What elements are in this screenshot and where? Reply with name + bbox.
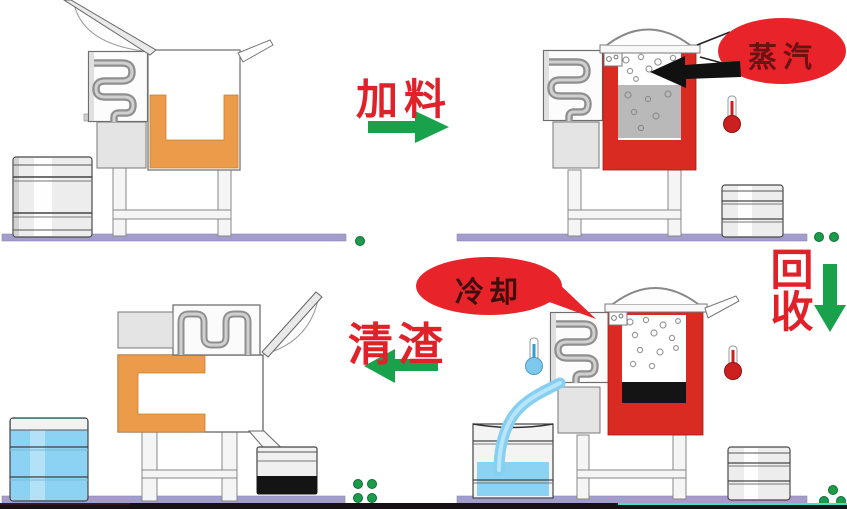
steam-bubbles — [626, 316, 681, 370]
slag — [622, 382, 686, 403]
thermometer-hot-icon — [724, 345, 742, 380]
scene-cooling — [416, 257, 846, 506]
green-dots — [814, 232, 839, 242]
melting-tank-hot — [604, 287, 740, 436]
lid-open-icon — [261, 291, 323, 358]
thermometer-hot-icon — [723, 95, 741, 133]
tank-lining-orange — [149, 94, 239, 169]
slag-arrow-icon — [364, 349, 438, 383]
stand — [567, 169, 682, 237]
recycle-arrow-icon — [814, 264, 846, 332]
charge-material — [618, 85, 681, 138]
stand — [112, 167, 232, 237]
melting-tank-hot — [599, 28, 701, 171]
feed-spout — [237, 39, 274, 63]
recycle-label: 回收 — [770, 247, 814, 338]
dome-lid — [606, 28, 691, 46]
feed-label: 加料 — [356, 76, 453, 123]
callout-line — [696, 31, 731, 46]
cooling-label: 冷却 — [454, 277, 523, 309]
slag-drum-icon — [256, 446, 318, 495]
lid-rim — [604, 303, 708, 313]
steam-arrow-icon — [650, 56, 741, 88]
control-box — [552, 121, 600, 169]
condensate-drum — [472, 423, 554, 499]
green-dots — [355, 236, 365, 246]
lid-open-icon — [63, 0, 157, 56]
thermometer-cold-icon — [525, 337, 543, 375]
cooling-balloon — [416, 257, 596, 319]
bottom-strip — [0, 503, 847, 509]
stand — [141, 431, 238, 502]
steam-label: 蒸汽 — [747, 42, 818, 74]
control-box — [96, 121, 147, 169]
slag — [257, 476, 317, 494]
tank-lining-orange — [117, 354, 206, 433]
green-dots — [819, 485, 846, 506]
feed-spout — [704, 295, 740, 319]
stand — [576, 434, 687, 500]
green-dots — [353, 479, 377, 503]
floor — [456, 233, 808, 242]
recovered-liquid — [477, 462, 549, 496]
lid-rim — [599, 44, 701, 54]
scene-slag-removal — [1, 291, 377, 505]
drum-full-icon — [9, 417, 89, 502]
floor — [1, 233, 347, 242]
drum-icon — [12, 156, 93, 238]
slag-removal-label: 清渣 — [348, 319, 449, 370]
drum-icon — [721, 184, 784, 238]
control-box — [117, 311, 174, 349]
scene-initial — [1, 0, 365, 246]
charge-bubbles — [624, 90, 672, 132]
drum-icon — [727, 446, 791, 501]
dome-lid — [612, 287, 699, 305]
steam-balloon — [718, 18, 846, 84]
feed-arrow-icon — [368, 111, 449, 143]
control-box — [557, 386, 601, 434]
scene-heating — [456, 18, 846, 242]
melting-tank — [147, 49, 241, 171]
